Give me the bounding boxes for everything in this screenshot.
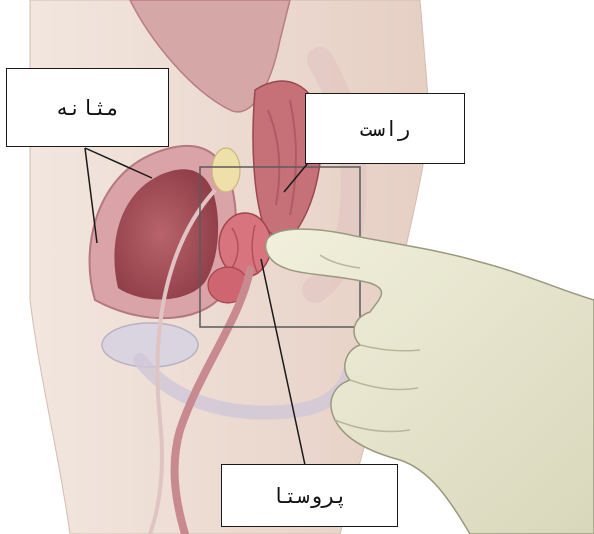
rectum-label: راست <box>305 93 465 164</box>
bladder-label: مثانه <box>6 68 169 147</box>
pubic-bone <box>102 323 198 367</box>
seminal-vesicle <box>212 148 240 192</box>
prostate-label: پروستا <box>221 464 398 527</box>
